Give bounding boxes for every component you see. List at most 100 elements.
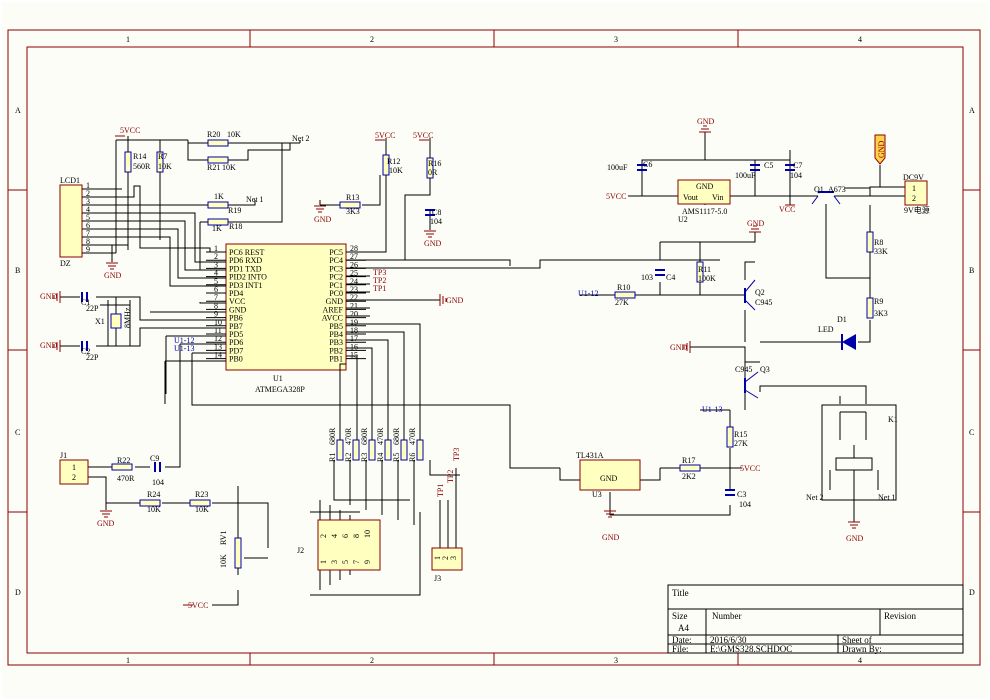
u1-12-label: U1-12 — [174, 336, 194, 345]
resistor-ref-R21: R21 — [207, 163, 220, 172]
lcd-pin-num-5: 5 — [86, 213, 90, 222]
cap-value-C9: 104 — [152, 478, 164, 487]
resistor-value-R7: 10K — [158, 162, 172, 171]
resistor-body-R1 — [336, 439, 344, 461]
mcu-pin-num-11: 11 — [214, 326, 222, 335]
u1-12-label-2: U1-12 — [578, 289, 598, 298]
connector-j2-pin-2: 2 — [319, 534, 328, 538]
transistor-ref-q2: Q2 — [755, 288, 765, 297]
dc9v-text: 9V电源 — [904, 205, 930, 215]
lcd-name: DZ — [60, 259, 71, 268]
mcu-pin-num-21: 21 — [350, 301, 358, 310]
connector-j2-pin-7: 7 — [352, 560, 361, 564]
mcu-pin-name-10: PB7 — [229, 322, 243, 331]
resistor-ref-R1: R1 — [328, 453, 337, 462]
net2-label-2: Net 2 — [806, 493, 824, 502]
mcu-pin-num-20: 20 — [350, 310, 358, 319]
resistor-value-R2: 470R — [344, 427, 353, 445]
connector-j1-pin-1: 1 — [72, 463, 76, 472]
connector-body-j1 — [59, 459, 89, 485]
resistor-body-R17 — [679, 464, 701, 472]
resistor-body-R13 — [339, 201, 361, 209]
resistor-body-R24 — [139, 499, 161, 507]
gnd-symbol-k1 — [848, 521, 860, 529]
cap-value-C2: 22P — [86, 353, 99, 362]
gnd-text-u3: GND — [602, 533, 620, 542]
mcu-pin-name-23: PC0 — [329, 289, 343, 298]
resistor-ref-R20: R20 — [207, 130, 220, 139]
mcu-pin-num-19: 19 — [350, 318, 358, 327]
resistor-ref-R15: R15 — [734, 430, 747, 439]
transistor-emitter-q2 — [744, 299, 756, 311]
resistor-value-R22: 470R — [117, 474, 135, 483]
cap-value-C6: 100uF — [607, 163, 628, 172]
gnd-symbol-lcd — [106, 262, 118, 270]
gnd-symbol-u3 — [604, 510, 616, 518]
regulator-gnd-u2: GND — [696, 182, 714, 191]
resistor-ref-R10: R10 — [617, 283, 630, 292]
cap-value-C5: 100uF — [735, 171, 756, 180]
row-label-left-A: A — [15, 106, 21, 115]
resistor-body-R3 — [368, 439, 376, 461]
mcu-body — [225, 243, 347, 371]
resistor-ref-R11: R11 — [698, 265, 711, 274]
cap-ref-C5: C5 — [764, 161, 773, 170]
resistor-value-R21: 10K — [222, 163, 236, 172]
resistor-ref-R5: R5 — [392, 453, 401, 462]
mcu-pin-name-19: PB5 — [329, 322, 343, 331]
net2-label-1: Net 2 — [292, 134, 310, 143]
resistor-value-R8: 33K — [874, 247, 888, 256]
connector-body-j2 — [317, 519, 381, 571]
vcc5-label-6: 5VCC — [188, 601, 208, 610]
mcu-pin-name-16: PB2 — [329, 346, 343, 355]
mcu-pin-name-7: VCC — [229, 297, 245, 306]
transistor-collector-q1 — [833, 195, 841, 205]
col-label-top-1: 1 — [126, 35, 130, 44]
resistor-ref-R2: R2 — [344, 453, 353, 462]
connector-dc9v-pin-1: 1 — [912, 184, 916, 193]
led-label: LED — [818, 325, 834, 334]
gnd-text-q3: GND — [670, 343, 688, 352]
regulator-ref-u3: U3 — [592, 490, 602, 499]
vcc5-label-2: 5VCC — [375, 131, 395, 140]
connector-j2-pin-5: 5 — [341, 560, 350, 564]
mcu-pin-num-16: 16 — [350, 342, 358, 351]
resistor-value-R17: 2K2 — [682, 472, 696, 481]
mcu-pin-num-8: 8 — [214, 301, 218, 310]
gnd-text-k1: GND — [846, 534, 864, 543]
mcu-pin-num-13: 13 — [214, 342, 222, 351]
mcu-pin-name-2: PD6 RXD — [229, 256, 262, 265]
tp2-label: TP2 — [373, 276, 386, 285]
connector-body-dc9v — [904, 180, 928, 206]
row-label-left-B: B — [15, 266, 20, 275]
connector-j3-pin-1: 1 — [433, 556, 442, 560]
u1-13-label-2: U1-13 — [702, 405, 722, 414]
regulator-vout-u2: Vout — [683, 193, 699, 202]
resistor-body-R4 — [384, 439, 392, 461]
gnd-text-c8: GND — [424, 239, 442, 248]
file-label: File: — [672, 644, 689, 654]
date-label: Date: — [672, 635, 692, 645]
transistor-value-q1: A673 — [828, 185, 846, 194]
gnd-flag-dc9v-text: GND — [877, 140, 886, 158]
resistor-body-R8 — [866, 231, 874, 253]
transistor-value-q3: C945 — [735, 365, 752, 374]
mcu-pin-name-11: PD5 — [229, 330, 243, 339]
cap-ref-C6: C6 — [643, 160, 652, 169]
cap-value-C3: 104 — [739, 500, 751, 509]
mcu-pin-name-5: PD3 INT1 — [229, 281, 263, 290]
resistor-body-R23 — [189, 499, 211, 507]
mcu-pin-name-6: PD4 — [229, 289, 243, 298]
regulator-part-u2: AMS1117-5.0 — [682, 207, 727, 216]
cap-ref-C3: C3 — [737, 490, 746, 499]
mcu-pin-num-3: 3 — [214, 260, 218, 269]
pot-body-rv1 — [234, 537, 242, 569]
col-label-top-4: 4 — [858, 35, 862, 44]
gnd-flag-dc9v — [874, 134, 886, 165]
col-label-bottom-2: 2 — [370, 656, 374, 665]
row-label-right-C: C — [969, 428, 974, 437]
connector-j2-pin-10: 10 — [363, 530, 372, 538]
led-ref-d1: D1 — [837, 315, 847, 324]
mcu-pin-num-6: 6 — [214, 285, 218, 294]
